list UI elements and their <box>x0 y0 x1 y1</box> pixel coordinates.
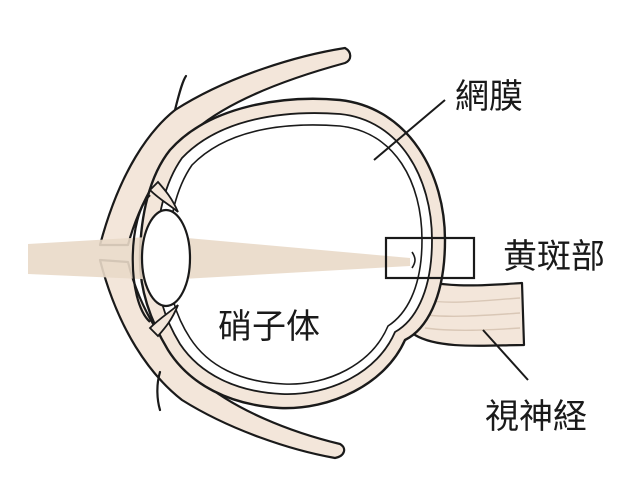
macula-box <box>384 236 476 280</box>
optic-nerve-label: 視神経 <box>485 397 587 437</box>
optic-nerve-leader-line <box>482 329 529 381</box>
iris-lower <box>148 304 179 338</box>
retina-leader-line <box>373 99 446 161</box>
lens <box>140 208 192 308</box>
lower-eyelid-fold <box>156 370 162 412</box>
light-ray <box>28 236 410 280</box>
cornea <box>131 194 151 323</box>
retina-label: 網膜 <box>455 77 523 117</box>
upper-eyelid-fold <box>173 74 188 112</box>
macula-label: 黄斑部 <box>503 237 605 277</box>
iris-upper <box>148 180 179 213</box>
vitreous-body-label: 硝子体 <box>218 307 320 347</box>
macula-dip <box>411 251 416 269</box>
